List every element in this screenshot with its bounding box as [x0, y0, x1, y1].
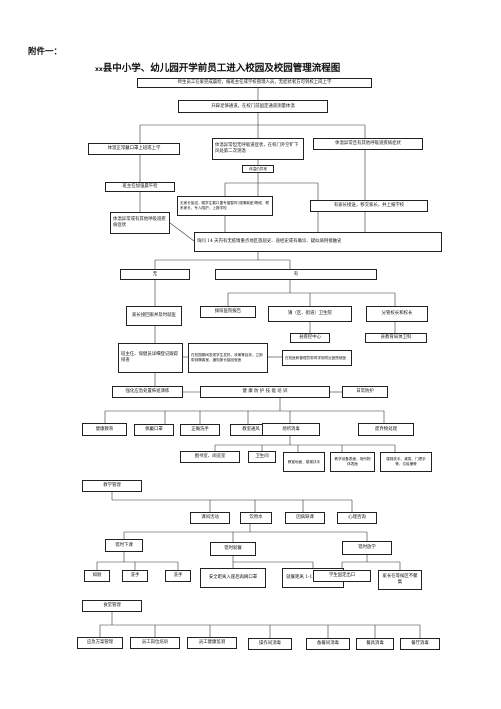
node-temp-abnormal-symptom: 体温异常且有其他呼吸道疾病症状 — [313, 138, 423, 150]
node-morning-check: 师生员工在家完成晨检，报班主任或学校管理人员，无症状者方可到校上岗上学 — [137, 78, 372, 88]
node-site-disinfection: 场所消毒 — [262, 423, 320, 436]
node-wash-hands: 正确洗手 — [180, 424, 220, 436]
node-no-parent: 无家长接送，嘱学生戴口罩专窗暂时(或隔离室)等候，联系家长，专人陪护，上报学校 — [177, 196, 273, 216]
node-cdc: 县疾控中心 — [290, 333, 330, 343]
node-travel-history: 询问 14 天内有无疫情重点地区旅居史、途经史或有确诊、疑似病例接触史 — [194, 232, 442, 252]
node-staff-health-monitor: 员工健康监测 — [187, 637, 237, 649]
node-teacher-check: 班主任加强晨午检 — [105, 182, 175, 192]
node-dining-hall-disinfection: 餐厅消毒 — [400, 638, 440, 650]
node-handrail-desk: 楼梯扶手、桌凳、门把手等、垃圾桶等 — [380, 452, 432, 472]
node-toilet-use: 如厕 — [84, 570, 110, 582]
page-title: xx县中小学、幼儿园开学前员工进入校园及校园管理流程图 — [95, 60, 340, 74]
node-parent-hospital: 家长接回家并及时就医 — [126, 306, 182, 326]
node-equipment-surface: 教学设备表面、场所物体表面 — [330, 452, 375, 472]
node-ventilation: 教室通风 — [230, 424, 272, 436]
node-prep-room-disinfection: 备餐间消毒 — [306, 638, 350, 650]
node-sick-absence: 因病缺课 — [285, 512, 325, 524]
node-library: 图书室、阅览室 — [180, 451, 240, 463]
node-parent-pickup: 有家长接送，移交家长，并上报学校 — [310, 200, 428, 212]
node-daily-protection: 日常防护 — [342, 386, 388, 398]
node-still-abnormal: 体温仍异常 — [242, 165, 274, 173]
node-abnormal-symptom-2: 体温异常或有其他呼吸道疾病症状 — [110, 212, 170, 234]
node-staff-training: 员工岗位培训 — [130, 637, 180, 649]
node-teaching-management: 教学管理 — [82, 480, 142, 492]
node-register-track: 班主任、保健员详细登记跟踪排查 — [118, 343, 183, 373]
node-staggered-dismissal: 错时下课 — [105, 539, 143, 552]
node-tableware-disinfection: 餐具消毒 — [356, 638, 394, 650]
node-toilet: 卫生间 — [248, 451, 276, 463]
node-fixed-exit: 学生固定出口 — [313, 570, 371, 582]
node-principal: 分管校长和校长 — [366, 306, 428, 322]
node-yes: 有 — [215, 269, 377, 280]
title-prefix: xx — [95, 66, 103, 73]
node-nurse-escort: 在校医和管理员带同学到附近医院就医 — [282, 350, 352, 366]
node-counseling: 心理咨询 — [337, 512, 377, 524]
node-recess: 课间活动 — [190, 512, 230, 524]
node-hand-wash-2: 洗手 — [165, 570, 191, 582]
node-education-bureau: 县教育局体卫科 — [365, 333, 427, 343]
node-temp-channel: 开辟足够通道，在校门前固定通道测量体温 — [178, 100, 328, 113]
node-no: 无 — [120, 269, 190, 280]
node-emergency-plan: 应急方案管理 — [77, 637, 123, 649]
node-staggered-leave: 错时放学 — [342, 541, 392, 555]
node-staggered-dining: 错时就餐 — [210, 542, 256, 556]
node-temp-normal: 体温正常戴口罩上班或上学 — [88, 143, 180, 155]
node-hand-wash-1: 洗手 — [122, 570, 148, 582]
node-school-fever: 在校园期间发现学生发热、咳嗽等症状，立即带到隔离室，通知家长接回就医 — [188, 343, 268, 373]
node-kitchen-disinfection: 操作间消毒 — [248, 638, 292, 650]
node-parent-waiting: 家长在等候区不聚集 — [378, 570, 422, 590]
node-emergency-drill: 强化应急处置佈组演练 — [112, 386, 183, 398]
node-temp-abnormal-no-symptom: 体温异常但无呼吸道症状，在校门外空旷下风处第二次测温 — [212, 138, 304, 160]
node-health-education: 健康教育 — [82, 423, 127, 436]
title-text: 县中小学、幼儿园开学前员工进入校园及校园管理流程图 — [102, 63, 341, 74]
node-township-clinic: 镇（区、街道）卫生院 — [268, 306, 352, 322]
node-remove-mask-seated: 安全距离入座后再摘口罩 — [200, 568, 266, 588]
node-report-hospital: 拨咳医院报告 — [200, 306, 256, 318]
node-health-training: 健 康 防 护 技 能 培 训 — [200, 386, 330, 398]
annex-label: 附件一： — [28, 47, 63, 57]
node-drinking-water: 饮用水 — [240, 512, 272, 524]
node-floor-stair: 教室地面、楼梯扶手 — [283, 452, 325, 472]
node-waste-disposal: 废弃物处理 — [358, 423, 414, 436]
node-canteen-management: 食堂管理 — [82, 600, 142, 612]
node-wear-mask: 佩戴口罩 — [134, 424, 174, 436]
